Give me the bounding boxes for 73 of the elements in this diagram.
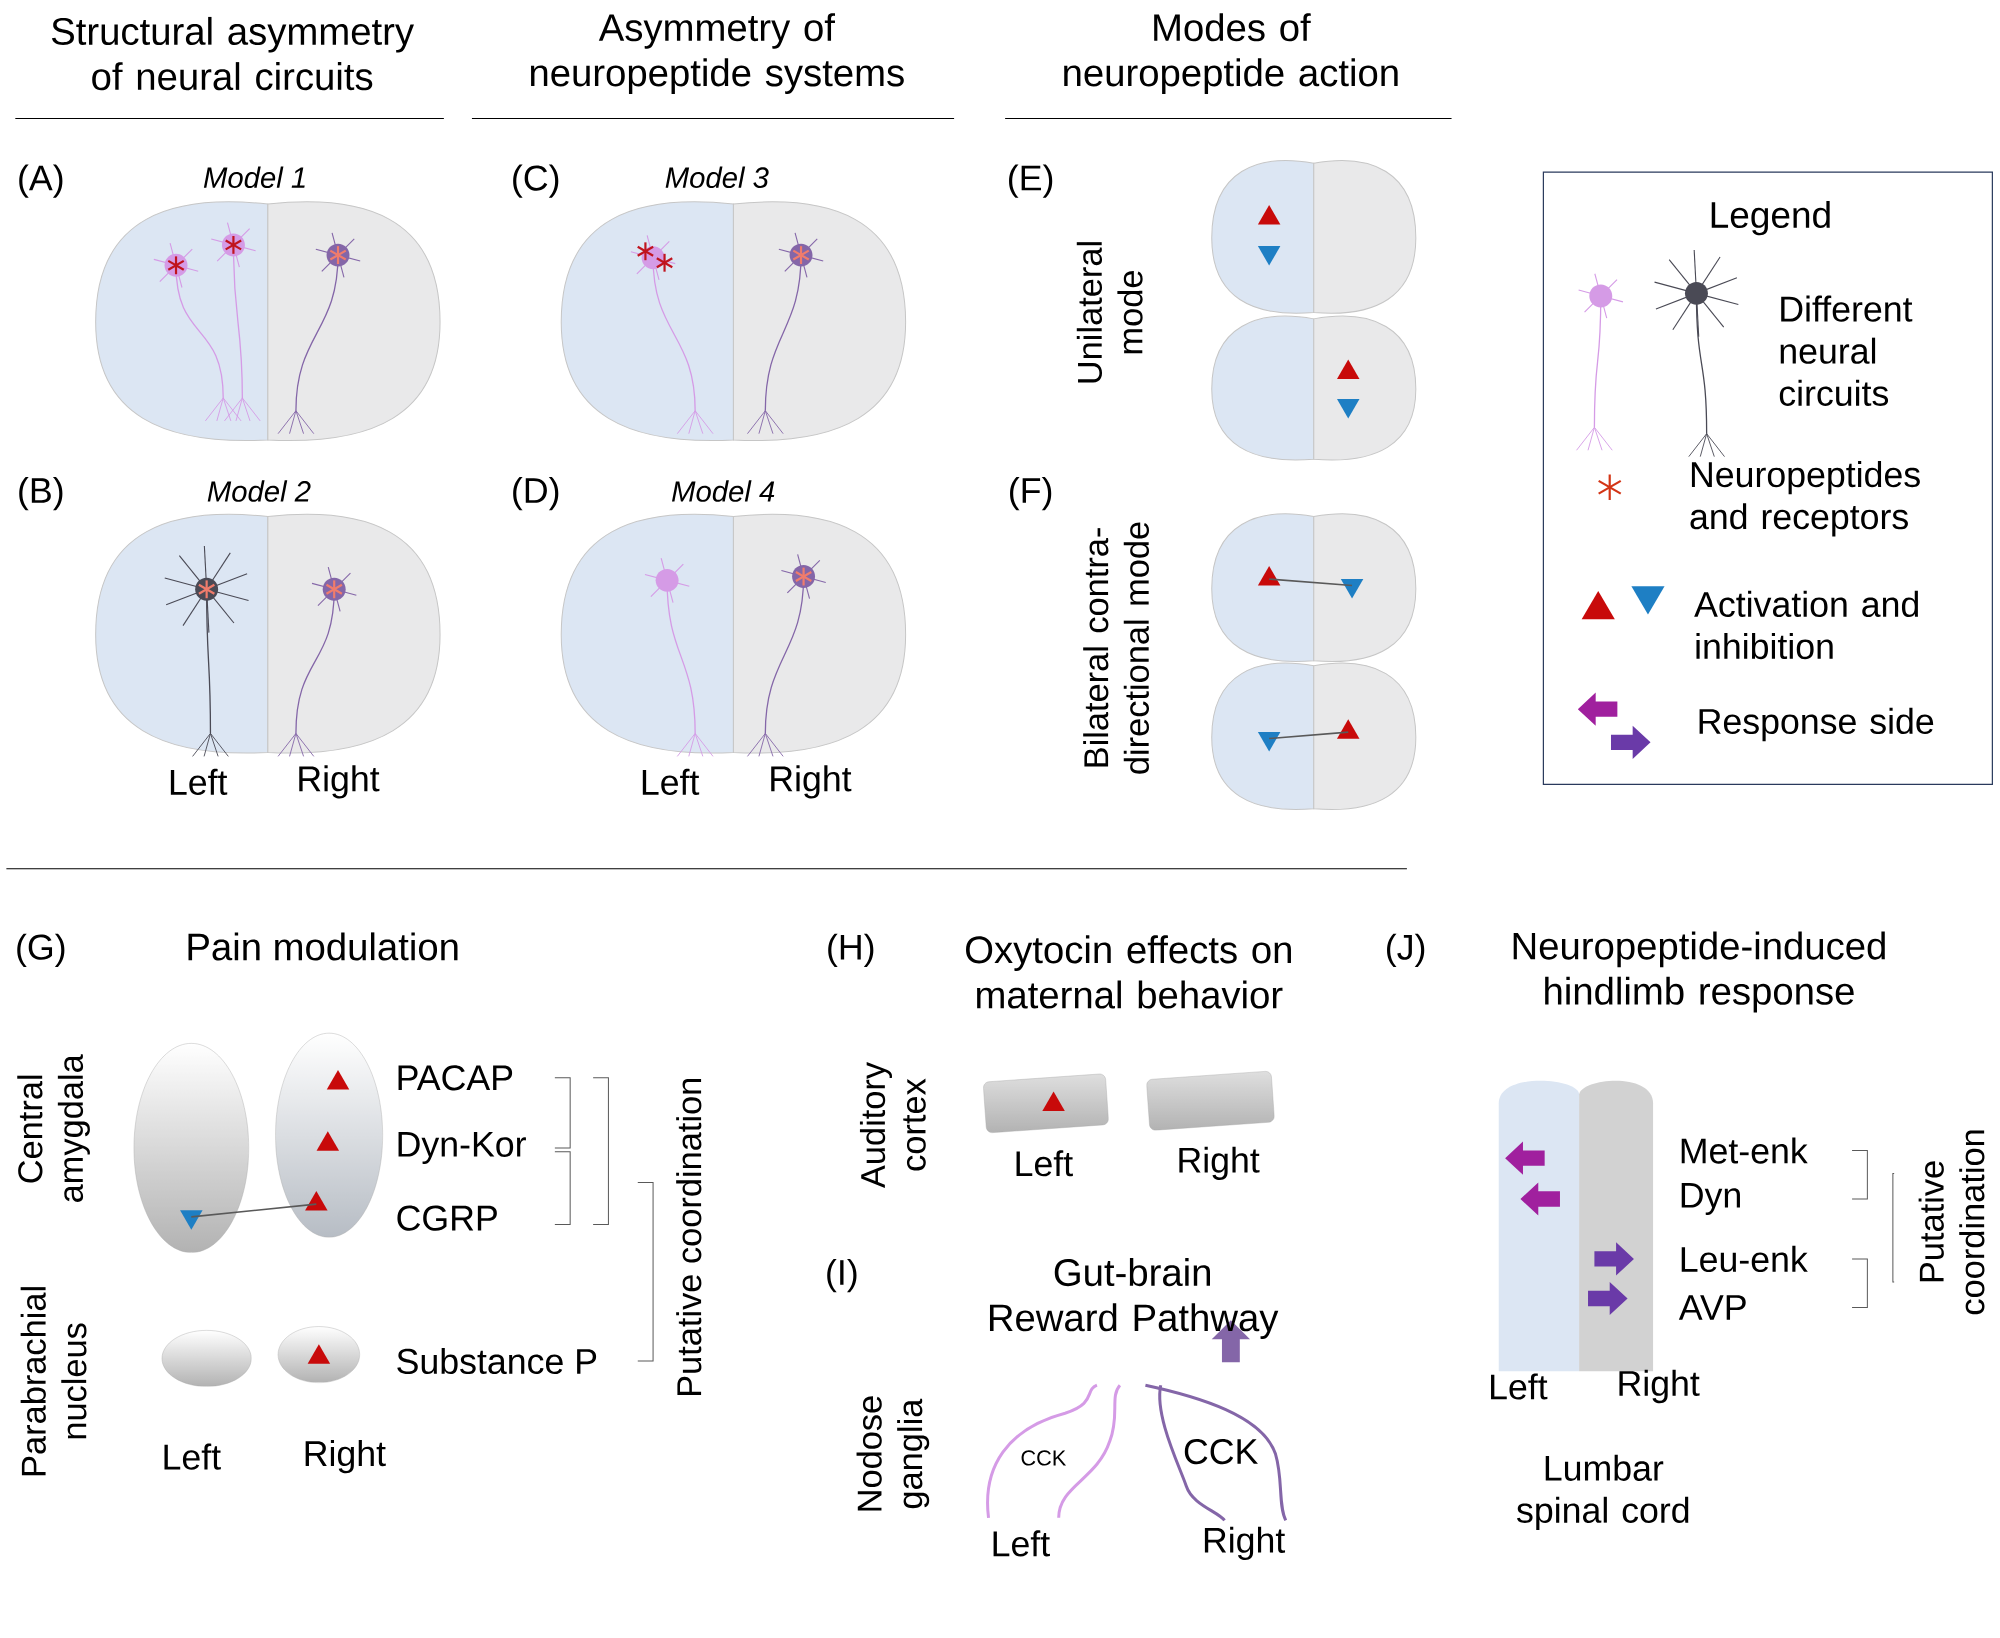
side-label: Right	[1204, 1526, 1286, 1561]
inhibition-triangle	[1257, 246, 1281, 266]
peptide-label: Leu-enk	[1681, 1245, 1808, 1273]
activation-triangle	[1257, 205, 1281, 225]
mode-label: Bilateral contra-directional mode	[1083, 522, 1149, 774]
activation-triangle	[1257, 566, 1281, 586]
peptide-label: Dyn	[1681, 1183, 1740, 1216]
side-label: Right	[771, 765, 852, 799]
panel-letter: (H)	[828, 933, 874, 967]
activation-triangle	[316, 1131, 340, 1151]
panel-letter: (J)	[1387, 933, 1425, 967]
side-label: Right	[1179, 1146, 1260, 1181]
column-heading: Asymmetry of neuropeptide systems	[530, 13, 904, 95]
activation-triangle	[305, 1191, 328, 1211]
side-label: Left	[642, 768, 700, 796]
model-label: Model 1	[203, 166, 305, 189]
model-label: Model 3	[665, 166, 769, 189]
column-heading: Structural asymmetry of neural circuits	[51, 17, 414, 91]
peptide-label: CGRP	[397, 1205, 497, 1231]
peptide-label: Substance P	[397, 1348, 597, 1375]
coordination-label: Putative coordination	[1918, 1130, 1985, 1315]
inhibition-triangle	[1340, 579, 1364, 599]
panel-letter: (C)	[513, 164, 559, 198]
activation-triangle	[1336, 359, 1360, 380]
region-label: Central amygdala	[17, 1054, 90, 1203]
connector-line	[1268, 731, 1350, 740]
side-label: Left	[1016, 1150, 1073, 1177]
peptide-label: PACAP	[398, 1065, 513, 1091]
panel-title: Oxytocin effects on maternal behavior	[966, 935, 1291, 1009]
legend-text: Activation and inhibition	[1694, 591, 1918, 660]
panel-title: Neuropeptide-induced hindlimb response	[1513, 931, 1885, 1013]
side-label: Right	[1619, 1370, 1700, 1404]
panel-letter: (G)	[17, 933, 65, 967]
inhibition-triangle	[180, 1210, 203, 1230]
panel-letter: (D)	[513, 477, 559, 511]
legend-title: Legend	[1711, 201, 1830, 236]
panel-letter: (F)	[1010, 477, 1052, 511]
region-label: Auditory cortex	[859, 1062, 926, 1189]
panel-letter: (I)	[827, 1259, 857, 1293]
panel-letter: (B)	[19, 477, 63, 511]
legend-text: Different neural circuits	[1779, 295, 1913, 407]
model-label: Model 2	[207, 480, 311, 502]
side-label: Left	[170, 768, 228, 796]
peptide-label: CCK	[1021, 1450, 1067, 1466]
panel-letter: (E)	[1009, 164, 1053, 198]
panel-title: Gut-brain Reward Pathway	[990, 1258, 1279, 1340]
peptide-label: Met-enk	[1681, 1137, 1808, 1164]
side-label: Right	[305, 1440, 386, 1474]
peptide-label: CCK	[1184, 1439, 1258, 1465]
region-label: Parabrachial nucleus	[20, 1287, 87, 1476]
side-label: Left	[164, 1443, 221, 1470]
coordination-label: Putative coordination	[676, 1079, 702, 1396]
activation-triangle	[326, 1070, 350, 1090]
region-label: Lumbar spinal cord	[1517, 1454, 1689, 1531]
panel-title: Pain modulation	[188, 932, 458, 961]
inhibition-triangle	[1336, 399, 1360, 419]
legend-text: Response side	[1699, 708, 1934, 742]
activation-triangle	[1336, 719, 1360, 739]
panel-letter: (A)	[19, 164, 63, 198]
activation-triangle	[307, 1344, 331, 1364]
column-heading: Modes of neuropeptide action	[1064, 13, 1398, 95]
peptide-label: AVP	[1678, 1295, 1746, 1320]
activation-triangle	[1042, 1091, 1065, 1112]
legend-text: Neuropeptides and receptors	[1690, 461, 1920, 537]
inhibition-triangle	[1257, 732, 1281, 752]
peptide-label: Dyn-Kor	[398, 1132, 526, 1165]
region-label: Nodose ganglia	[856, 1396, 930, 1511]
side-label: Right	[299, 765, 380, 799]
connector-line	[1268, 578, 1353, 587]
side-label: Left	[993, 1530, 1050, 1557]
mode-label: Unilateral mode	[1076, 242, 1143, 383]
side-label: Left	[1491, 1373, 1548, 1400]
model-label: Model 4	[672, 480, 775, 502]
